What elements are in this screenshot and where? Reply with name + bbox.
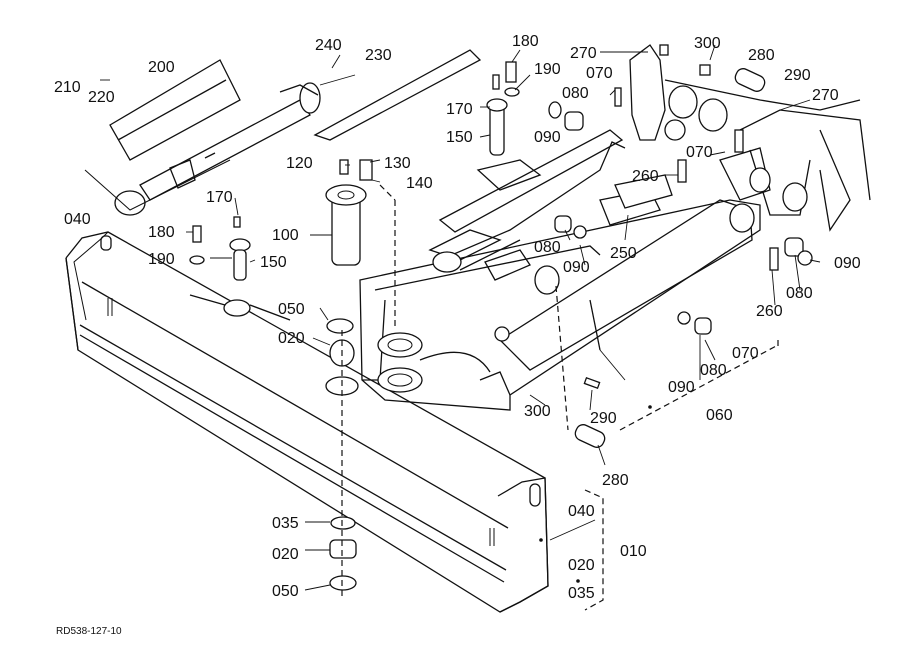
label-300-top: 300 <box>694 35 721 52</box>
label-240: 240 <box>315 37 342 54</box>
label-050-top: 050 <box>278 301 305 318</box>
bushings-drawing <box>548 44 813 448</box>
label-260-b: 260 <box>756 303 783 320</box>
bottom-bushing-stack-drawing <box>326 184 569 600</box>
label-090-c: 090 <box>834 255 861 272</box>
label-040-right: 040 <box>568 503 595 520</box>
label-020-right: 020 <box>568 557 595 574</box>
label-210: 210 <box>54 79 81 96</box>
label-100: 100 <box>272 227 299 244</box>
label-220: 220 <box>88 89 115 106</box>
reference-dots <box>539 405 652 583</box>
label-180-top: 180 <box>512 33 539 50</box>
label-180-left: 180 <box>148 224 175 241</box>
label-090-d: 090 <box>668 379 695 396</box>
cylinder-drawing <box>84 49 482 216</box>
grease-pin-left-drawing <box>189 216 251 281</box>
label-040-left: 040 <box>64 211 91 228</box>
label-190-left: 190 <box>148 251 175 268</box>
drawing-reference-code: RD538-127-10 <box>56 626 122 637</box>
label-290-top: 290 <box>784 67 811 84</box>
label-070-a: 070 <box>586 65 613 82</box>
label-260-a: 260 <box>632 168 659 185</box>
label-170-left: 170 <box>206 189 233 206</box>
label-230: 230 <box>365 47 392 64</box>
label-070-c: 070 <box>732 345 759 362</box>
label-190-top: 190 <box>534 61 561 78</box>
label-070-b: 070 <box>686 144 713 161</box>
label-035-bottom: 035 <box>272 515 299 532</box>
label-090-a: 090 <box>534 129 561 146</box>
bracket-drawing <box>629 44 871 232</box>
label-080-a: 080 <box>562 85 589 102</box>
part-number-labels: 200 210 220 240 230 180 190 270 300 280 … <box>54 33 861 637</box>
label-080-c: 080 <box>786 285 813 302</box>
label-150-top: 150 <box>446 129 473 146</box>
frame-drawing <box>359 129 761 411</box>
label-270-top: 270 <box>570 45 597 62</box>
label-080-d: 080 <box>700 362 727 379</box>
blade-drawing <box>65 231 549 613</box>
label-280-bottom: 280 <box>602 472 629 489</box>
group-brackets <box>584 340 779 611</box>
label-280-top: 280 <box>748 47 775 64</box>
label-020-bottom: 020 <box>272 546 299 563</box>
label-300-bottom: 300 <box>524 403 551 420</box>
label-140: 140 <box>406 175 433 192</box>
label-120: 120 <box>286 155 313 172</box>
label-080-b: 080 <box>534 239 561 256</box>
label-090-b: 090 <box>563 259 590 276</box>
label-060: 060 <box>706 407 733 424</box>
pivot-pin-drawing <box>325 159 373 266</box>
label-200: 200 <box>148 59 175 76</box>
label-270-right: 270 <box>812 87 839 104</box>
label-035-right: 035 <box>568 585 595 602</box>
label-150-left: 150 <box>260 254 287 271</box>
label-010: 010 <box>620 543 647 560</box>
label-130: 130 <box>384 155 411 172</box>
label-020-top: 020 <box>278 330 305 347</box>
label-170-top: 170 <box>446 101 473 118</box>
label-050-bottom: 050 <box>272 583 299 600</box>
leader-lines <box>100 44 821 591</box>
grease-pin-top-drawing <box>476 61 542 191</box>
label-250: 250 <box>610 245 637 262</box>
label-290-bottom: 290 <box>590 410 617 427</box>
